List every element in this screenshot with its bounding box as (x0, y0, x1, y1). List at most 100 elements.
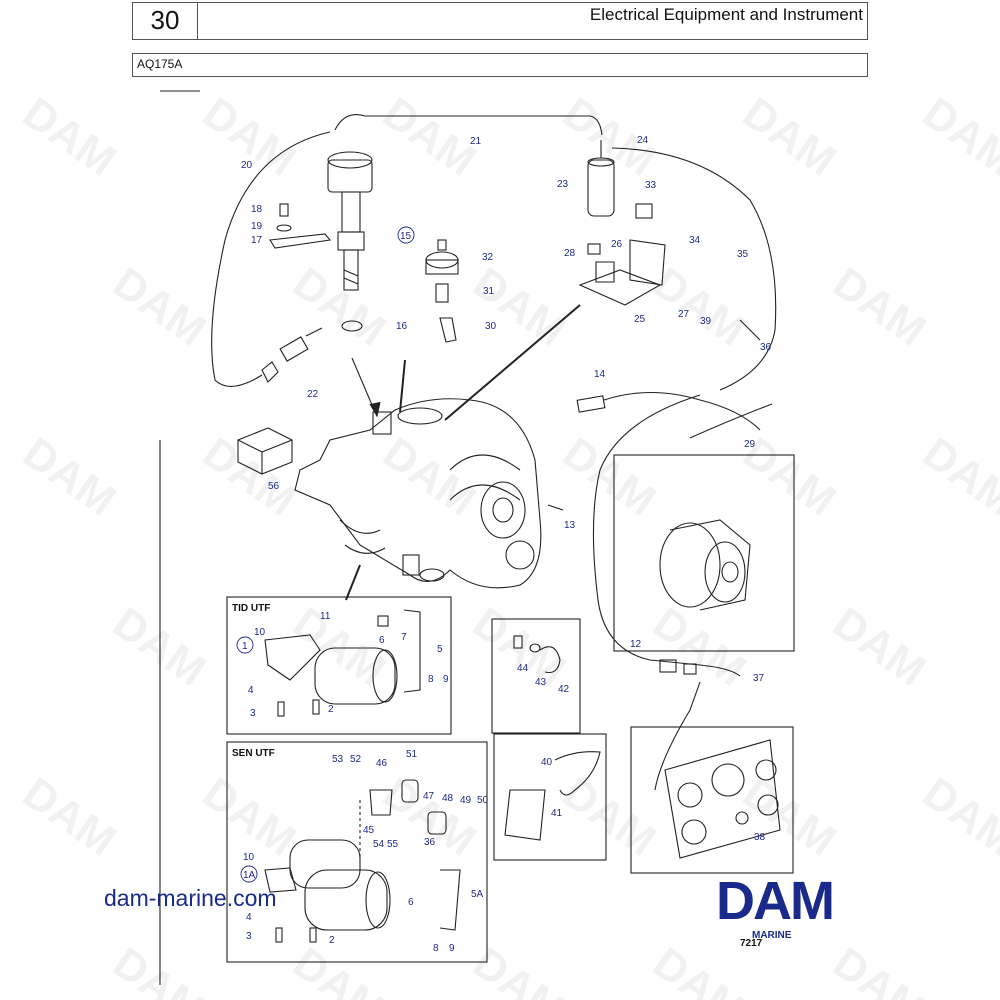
watermark: DAM (374, 88, 484, 186)
callout-c-19: 19 (251, 221, 263, 232)
callout-c-22: 22 (307, 389, 319, 400)
sen-inset-frame (226, 741, 488, 963)
tid-inset-label: TID UTF (232, 603, 270, 614)
section-number: 30 (150, 5, 180, 35)
watermark: DAM (14, 428, 124, 526)
callout-c-24: 24 (637, 135, 649, 146)
tid-inset-frame (226, 596, 452, 735)
callout-c-54: 54 (373, 839, 385, 850)
watermark: DAM (374, 428, 484, 526)
watermark: DAM (194, 428, 304, 526)
callout-c-6: 6 (379, 635, 385, 646)
callout-c-46: 46 (376, 758, 388, 769)
watermark: DAM (194, 88, 304, 186)
engine-block (294, 398, 542, 589)
watermark: DAM (644, 258, 754, 356)
watermark: DAM (464, 598, 574, 696)
watermark: DAM (284, 598, 394, 696)
model-code: AQ175A (137, 57, 183, 71)
callout-c-41: 41 (551, 808, 563, 819)
relay-56 (237, 427, 293, 475)
starter-motor-tid (264, 609, 421, 717)
watermark: DAM (914, 428, 1000, 526)
temp-sender (261, 327, 323, 383)
callout-c-9b: 9 (449, 943, 455, 954)
watermark: DAM (554, 768, 664, 866)
callout-c-11: 11 (320, 611, 331, 622)
watermark: DAM (464, 938, 574, 1000)
instrument-panel (664, 739, 781, 859)
ignition-lead-21 (334, 114, 603, 136)
watermark: DAM (914, 768, 1000, 866)
callout-c-56: 56 (268, 481, 280, 492)
gauge-lead (654, 681, 701, 791)
starter-motor-sen (264, 779, 461, 943)
callout-c-10b: 10 (243, 852, 255, 863)
watermark: DAM (464, 258, 574, 356)
watermark: DAM (284, 258, 394, 356)
watermark: DAM (14, 88, 124, 186)
watermark: DAM (104, 258, 214, 356)
clamp-inset-frame (491, 618, 581, 734)
sender-14 (576, 391, 773, 439)
callout-c-1: 1 (242, 641, 248, 652)
callout-c-7: 7 (401, 632, 407, 643)
cable-clamp (513, 635, 561, 674)
callout-c-40: 40 (541, 757, 553, 768)
watermark: DAM (104, 938, 214, 1000)
section-number-cell: 30 (133, 3, 198, 39)
callout-c-36: 36 (760, 342, 772, 353)
callout-c-16: 16 (396, 321, 408, 332)
watermark: DAM (374, 768, 484, 866)
callout-c-8b: 8 (433, 943, 439, 954)
callout-c-14: 14 (594, 369, 606, 380)
callout-ring (236, 636, 254, 654)
callout-c-4: 4 (248, 685, 254, 696)
watermark: DAM (644, 598, 754, 696)
callout-c-17: 17 (251, 235, 263, 246)
callout-c-5: 5 (437, 644, 443, 655)
brand-sub: MARINE (752, 930, 792, 941)
distributor (327, 151, 373, 332)
watermark: DAM (644, 938, 754, 1000)
alternator (659, 519, 751, 611)
watermark: DAM (104, 598, 214, 696)
model-bar: AQ175A (132, 53, 868, 77)
website-link[interactable]: dam-marine.com (104, 885, 277, 911)
callout-c-23: 23 (557, 179, 569, 190)
callout-c-27: 27 (678, 309, 690, 320)
header-bar: 30 Electrical Equipment and Instrument (132, 2, 868, 40)
lead-20 (211, 131, 331, 387)
callout-c-33: 33 (645, 180, 657, 191)
brand-logo: DAM (716, 871, 835, 931)
watermark: DAM (824, 258, 934, 356)
callout-c-9: 9 (443, 674, 449, 685)
callout-c-32: 32 (482, 252, 494, 263)
oil-pressure-sender (425, 239, 459, 343)
lead-35 (611, 147, 777, 391)
cable-ties (504, 751, 601, 841)
callout-c-8: 8 (428, 674, 434, 685)
callout-c-35: 35 (737, 249, 749, 260)
callout-c-42: 42 (558, 684, 570, 695)
ignition-coil (587, 140, 615, 217)
panel-inset-frame (630, 726, 794, 874)
callout-c-39: 39 (700, 316, 712, 327)
callout-ring (397, 226, 415, 244)
callout-c-10: 10 (254, 627, 266, 638)
callout-c-21: 21 (470, 136, 482, 147)
callout-c-48: 48 (442, 793, 454, 804)
watermark: DAM (734, 768, 844, 866)
diagram-artwork (159, 90, 795, 985)
callout-c-49: 49 (460, 795, 472, 806)
alternator-frame (613, 454, 795, 652)
callout-c-30: 30 (485, 321, 497, 332)
callout-c-31: 31 (483, 286, 495, 297)
callout-c-26: 26 (611, 239, 623, 250)
watermark: DAM (14, 768, 124, 866)
callout-c-25: 25 (634, 314, 646, 325)
callout-c-4b: 4 (246, 912, 252, 923)
brand-block: DAM MARINE (716, 871, 835, 941)
callout-c-52: 52 (350, 754, 362, 765)
